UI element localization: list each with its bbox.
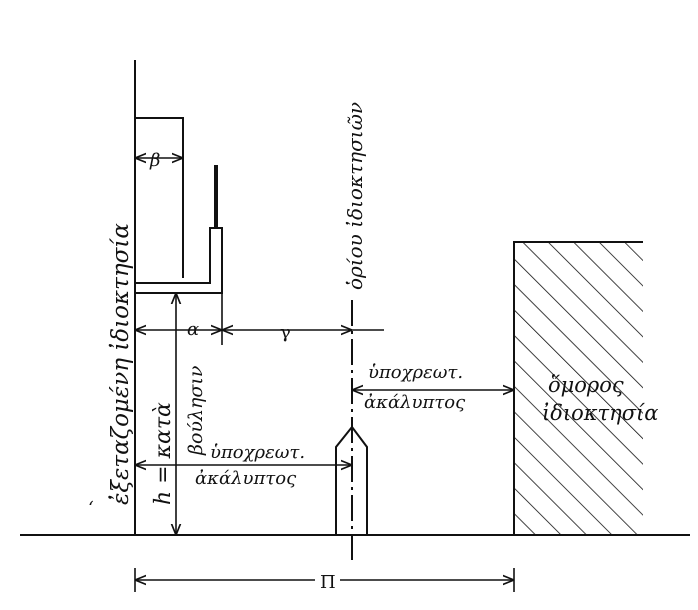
pi-dimension-label: Π [320, 572, 336, 593]
examined-property-label: ἐξεταζομένη ἰδιοκτησία [108, 223, 134, 505]
b-dimension-label: β [149, 150, 160, 171]
right-uncovered-label-2: ἀκάλυπτος [364, 392, 466, 413]
boundary-label: ὁρίου ἰδιοκτησιῶν [343, 102, 367, 290]
neighbor-label-line1: ὅμορος [548, 373, 624, 397]
neighbor-block [514, 242, 643, 535]
neighbor-label-line2: ἰδιοκτησία [542, 401, 658, 425]
left-uncovered-label-2: ἀκάλυπτος [195, 468, 297, 489]
a-dimension-label: α [187, 319, 199, 340]
building-outline [135, 117, 223, 294]
h-label-2: βούλησιν [185, 365, 207, 456]
left-uncovered-label-1: ὑποχρεωτ. [210, 442, 305, 463]
boundary-post [335, 425, 368, 535]
gamma-dimension-label: γ [280, 322, 291, 343]
h-label: h = κατὰ [151, 402, 176, 505]
right-uncovered-label-1: ὑποχρεωτ. [368, 362, 463, 383]
stray-tick-mark: ‘ [88, 498, 94, 519]
neighbor-block-outline [513, 241, 643, 535]
